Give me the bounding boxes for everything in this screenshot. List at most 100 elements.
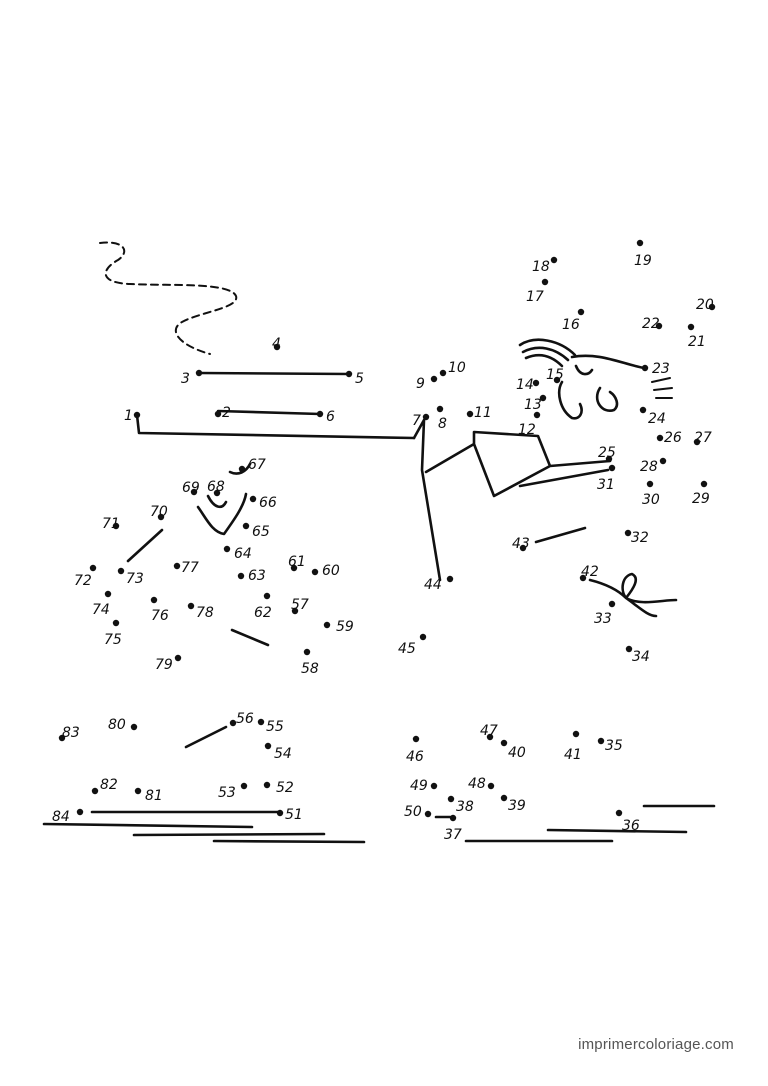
dot-label-51: 51 [285,807,303,823]
dot-46 [412,735,420,743]
dot-81 [134,787,142,795]
dot-48 [487,782,495,790]
dot-label-83: 83 [62,725,80,741]
dot-41 [572,730,580,738]
detail-stroke [184,725,228,749]
arm-outline [424,430,612,498]
bow [588,572,678,618]
dot-label-8: 8 [438,416,447,432]
dot-label-11: 11 [474,405,492,421]
dot-50 [424,810,432,818]
dot-label-37: 37 [444,827,462,843]
dot-label-61: 61 [288,554,306,570]
dot-label-41: 41 [564,747,582,763]
detail-stroke [534,526,587,544]
dot-51 [276,809,284,817]
dot-14 [532,379,540,387]
face-outline [570,354,646,370]
dot-63 [237,572,245,580]
dot-label-21: 21 [688,334,706,350]
dot-60 [311,568,319,576]
site-watermark: imprimercoloriage.com [578,1036,734,1053]
nose [595,386,619,412]
detail-stroke [228,462,252,475]
dot-label-47: 47 [480,723,498,739]
dot-label-49: 49 [410,778,428,794]
dot-37 [449,814,457,822]
dot-label-45: 45 [398,641,416,657]
dot-label-13: 13 [524,397,542,413]
dot-24 [639,406,647,414]
dot-label-42: 42 [581,564,599,580]
dot-42 [579,574,587,582]
hair-stroke [518,338,577,357]
dot-label-43: 43 [512,536,530,552]
dot-label-32: 32 [631,530,649,546]
dot-label-78: 78 [196,605,214,621]
eye-line [574,364,594,376]
detail-stroke [206,494,228,509]
dot-72 [89,564,97,572]
dot-label-44: 44 [424,577,442,593]
dot-label-1: 1 [124,408,133,424]
dot-79 [174,654,182,662]
dot-1 [133,411,141,419]
smoke-trail [99,241,238,355]
dot-label-77: 77 [181,560,199,576]
dot-label-7: 7 [412,413,421,429]
detail-stroke [196,492,248,536]
dot-68 [213,489,221,497]
dot-label-17: 17 [526,289,544,305]
dot-label-35: 35 [605,738,623,754]
dot-44 [446,575,454,583]
dot-label-71: 71 [102,516,120,532]
dot-21 [687,323,695,331]
dot-30 [646,480,654,488]
dot-82 [91,787,99,795]
dot-label-36: 36 [622,818,640,834]
dot-label-80: 80 [108,717,126,733]
dot-11 [466,410,474,418]
detail-stroke [230,628,270,647]
dot-label-68: 68 [207,479,225,495]
dot-label-58: 58 [301,661,319,677]
dot-label-27: 27 [694,430,712,446]
dot-61 [290,564,298,572]
dot-38 [447,795,455,803]
dot-2 [214,410,222,418]
dot-label-24: 24 [648,411,666,427]
dot-25 [605,455,613,463]
dot-label-50: 50 [404,804,422,820]
dot-label-16: 16 [562,317,580,333]
dot-label-56: 56 [236,711,254,727]
dot-53 [240,782,248,790]
dot-45 [419,633,427,641]
dot-label-39: 39 [508,798,526,814]
dot-label-12: 12 [518,422,536,438]
dot-label-9: 9 [416,376,425,392]
ground-line [132,832,326,837]
dot-40 [500,739,508,747]
dot-5 [345,370,353,378]
dot-10 [439,369,447,377]
dot-label-76: 76 [151,608,169,624]
dot-36 [615,809,623,817]
ground-line [212,839,366,844]
dot-label-66: 66 [259,495,277,511]
dot-13 [539,394,547,402]
dot-label-18: 18 [532,259,550,275]
dot-57 [291,607,299,615]
speed-line [197,371,351,376]
dot-74 [104,590,112,598]
dot-16 [577,308,585,316]
dot-33 [608,600,616,608]
dot-34 [625,645,633,653]
dot-label-75: 75 [104,632,122,648]
dot-label-70: 70 [150,504,168,520]
dot-69 [190,488,198,496]
dot-label-64: 64 [234,546,252,562]
dot-28 [659,457,667,465]
dot-55 [257,718,265,726]
